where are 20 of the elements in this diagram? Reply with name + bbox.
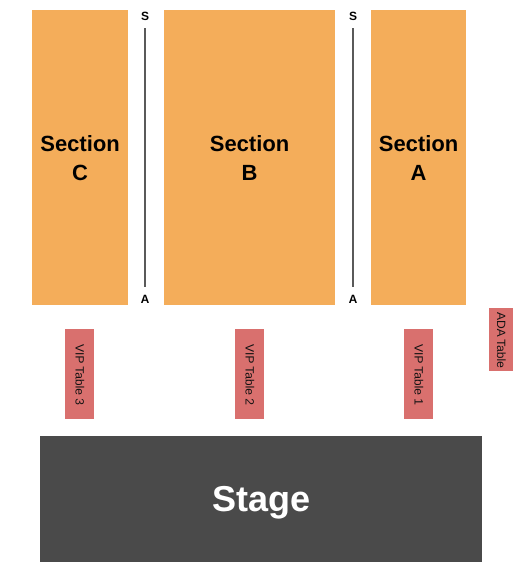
section-label: Section C xyxy=(39,130,121,186)
section-label: Section A xyxy=(378,130,460,186)
section-label: Section B xyxy=(208,130,290,186)
table-area xyxy=(235,329,264,419)
table-area xyxy=(65,329,94,419)
seating-section xyxy=(32,10,128,305)
section-label: ADA Table xyxy=(494,312,508,368)
seating-section xyxy=(164,10,335,305)
table-area xyxy=(404,329,433,419)
row-letter: A xyxy=(140,292,150,306)
section-label: VIP Table 3 xyxy=(72,344,86,404)
table-area xyxy=(489,308,513,371)
section-label: VIP Table 2 xyxy=(242,344,256,404)
row-letter: A xyxy=(348,292,358,306)
section-label: Stage xyxy=(212,478,310,520)
row-letter: S xyxy=(348,9,358,23)
stage-area xyxy=(40,436,482,562)
row-letter: S xyxy=(140,9,150,23)
seating-section xyxy=(371,10,466,305)
section-label: VIP Table 1 xyxy=(412,344,426,404)
